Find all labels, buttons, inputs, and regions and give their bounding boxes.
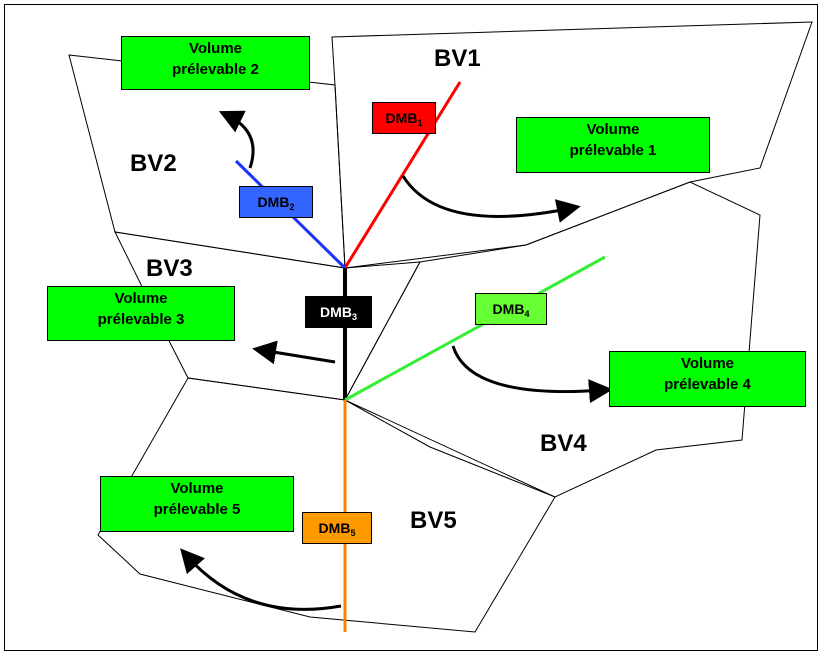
dmb4-box: DMB4	[475, 293, 547, 325]
bv5-outline	[97, 377, 556, 633]
label-bv3: BV3	[146, 255, 193, 282]
volume-box-3-line1: Volume	[114, 290, 168, 307]
river-dmb4	[344, 255, 606, 402]
withdrawal-arrows	[180, 110, 613, 611]
dmb4-base: DMB	[492, 301, 525, 317]
label-bv1: BV1	[434, 45, 481, 72]
bv4-outline	[344, 181, 761, 498]
river-dmb1	[343, 81, 462, 269]
volume-box-2-line1: Volume	[188, 40, 243, 57]
dmb1-base: DMB	[385, 110, 418, 126]
dmb1-sub: 1	[417, 118, 423, 128]
dmb5-box: DMB5	[302, 512, 372, 544]
dmb3-base: DMB	[320, 304, 352, 320]
label-bv4: BV4	[540, 430, 587, 457]
volume-box-5-line2: prélevable 5	[153, 501, 241, 518]
arrow-volume-4	[451, 345, 613, 404]
volume-box-1-line2: prélevable 1	[569, 142, 657, 159]
arrow-volume-5	[180, 548, 342, 611]
arrow-volume-2	[218, 110, 255, 169]
volume-box-1: Volume prélevable 1	[516, 117, 710, 173]
dmb2-base: DMB	[257, 194, 290, 210]
dmb2-sub: 2	[289, 202, 295, 212]
volume-box-3-line2: prélevable 3	[97, 311, 185, 328]
label-bv2: BV2	[130, 150, 177, 177]
dmb3-box: DMB3	[305, 296, 372, 328]
volume-box-4-line1: Volume	[680, 355, 735, 372]
arrow-volume-1	[401, 175, 581, 223]
volume-box-5: Volume prélevable 5	[100, 476, 294, 532]
volume-box-4: Volume prélevable 4	[609, 351, 806, 407]
volume-box-1-line1: Volume	[586, 121, 640, 138]
label-bv5: BV5	[410, 507, 457, 534]
dmb4-sub: 4	[524, 309, 530, 319]
dmb1-box: DMB1	[372, 102, 436, 134]
volume-box-2: Volume prélevable 2	[121, 36, 310, 90]
arrow-volume-3	[252, 340, 336, 365]
dmb5-sub: 5	[350, 528, 356, 538]
volume-box-2-line2: prélevable 2	[172, 61, 259, 78]
dmb3-sub: 3	[351, 312, 357, 322]
dmb2-box: DMB2	[239, 186, 313, 218]
volume-box-3: Volume prélevable 3	[47, 286, 235, 341]
volume-box-5-line1: Volume	[170, 480, 224, 497]
volume-box-4-line2: prélevable 4	[664, 376, 751, 393]
dmb5-base: DMB	[318, 520, 351, 536]
